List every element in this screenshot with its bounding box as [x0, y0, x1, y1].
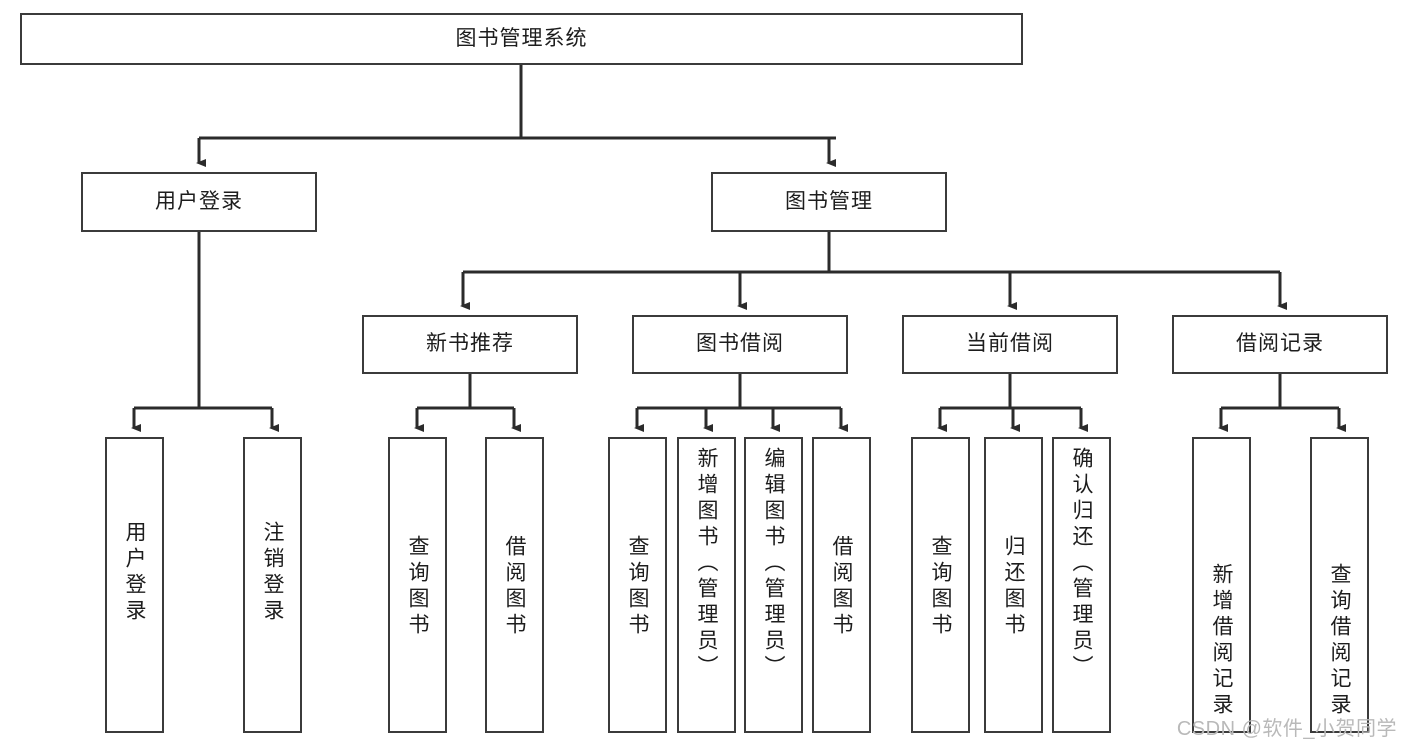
node-leaf-query-borrow-record[interactable]: 查询借阅记录 — [1310, 437, 1369, 733]
node-leaf-borrow-book[interactable]: 借阅图书 — [812, 437, 871, 733]
node-label: 归还图书 — [1002, 535, 1025, 639]
node-label: 查询借阅记录 — [1328, 563, 1351, 719]
node-leaf-user-login[interactable]: 用户登录 — [105, 437, 164, 733]
node-leaf-return-book[interactable]: 归还图书 — [984, 437, 1043, 733]
node-label: 用户登录 — [155, 189, 243, 213]
node-label: 图书管理 — [785, 189, 873, 213]
node-new-book-recommend[interactable]: 新书推荐 — [362, 315, 578, 374]
node-leaf-query-book-current[interactable]: 查询图书 — [911, 437, 970, 733]
node-root-system[interactable]: 图书管理系统 — [20, 13, 1023, 65]
node-leaf-add-borrow-record[interactable]: 新增借阅记录 — [1192, 437, 1251, 733]
node-label: 新书推荐 — [426, 332, 514, 356]
node-label: 注销登录 — [261, 521, 284, 625]
node-book-borrow[interactable]: 图书借阅 — [632, 315, 848, 374]
node-label: 查询图书 — [626, 535, 649, 639]
node-label: 图书借阅 — [696, 332, 784, 356]
node-label: 用户登录 — [123, 521, 146, 625]
node-leaf-confirm-return-admin[interactable]: 确认归还（管理员） — [1052, 437, 1111, 733]
node-label: 新增图书（管理员） — [695, 447, 718, 681]
node-leaf-user-logout[interactable]: 注销登录 — [243, 437, 302, 733]
node-label: 查询图书 — [406, 535, 429, 639]
node-label: 借阅图书 — [503, 535, 526, 639]
node-label: 借阅图书 — [830, 535, 853, 639]
node-leaf-add-book-admin[interactable]: 新增图书（管理员） — [677, 437, 736, 733]
node-label: 查询图书 — [929, 535, 952, 639]
node-label: 编辑图书（管理员） — [762, 447, 785, 681]
node-label: 新增借阅记录 — [1210, 563, 1233, 719]
node-leaf-query-book-recommend[interactable]: 查询图书 — [388, 437, 447, 733]
node-leaf-borrow-book-recommend[interactable]: 借阅图书 — [485, 437, 544, 733]
node-leaf-edit-book-admin[interactable]: 编辑图书（管理员） — [744, 437, 803, 733]
node-label: 确认归还（管理员） — [1070, 447, 1093, 681]
node-current-borrow[interactable]: 当前借阅 — [902, 315, 1118, 374]
node-label: 借阅记录 — [1236, 332, 1324, 356]
node-label: 当前借阅 — [966, 332, 1054, 356]
node-leaf-query-book-borrow[interactable]: 查询图书 — [608, 437, 667, 733]
node-book-manage[interactable]: 图书管理 — [711, 172, 947, 232]
node-borrow-record[interactable]: 借阅记录 — [1172, 315, 1388, 374]
node-label: 图书管理系统 — [455, 26, 588, 50]
node-user-login[interactable]: 用户登录 — [81, 172, 317, 232]
